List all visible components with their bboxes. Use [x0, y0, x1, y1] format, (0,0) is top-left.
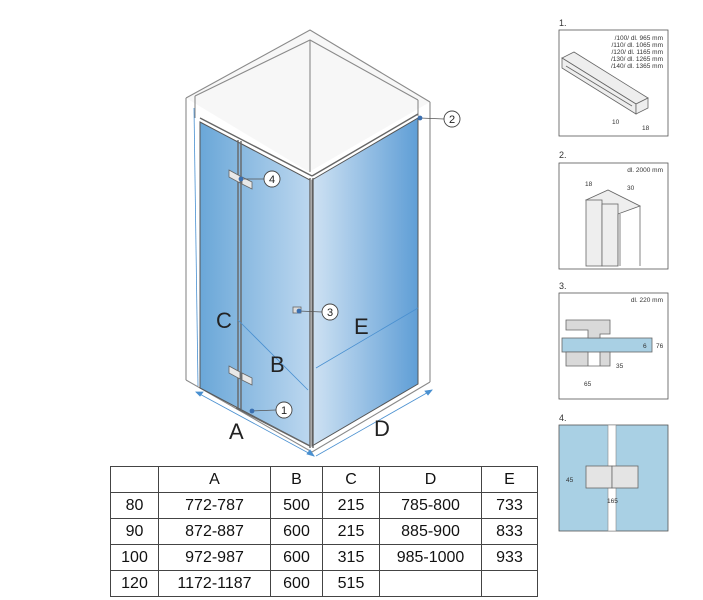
- detail-1-profile: [561, 51, 649, 115]
- detail-3-dim-76: 76: [656, 343, 664, 350]
- fixed-wall-glass: [311, 117, 419, 447]
- detail-1-length-1: /100/ dl. 965 mm: [615, 35, 663, 42]
- table-cell: 315: [322, 544, 380, 571]
- detail-2-dim-30: 30: [627, 185, 635, 192]
- dim-letter-a: A: [229, 419, 244, 444]
- detail-2-dim-18: 18: [585, 181, 593, 188]
- detail-4-dim-165: 165: [607, 498, 618, 505]
- detail-3-number: 3.: [559, 281, 567, 291]
- callout-3: 3: [296, 303, 339, 321]
- callout-1-label: 1: [281, 405, 287, 417]
- table-cell: [379, 570, 482, 597]
- table-row: 100 972-987 600 315 985-1000 933: [110, 544, 538, 571]
- detail-3-clamp: [561, 319, 653, 367]
- table-cell: 972-987: [158, 544, 271, 571]
- table-cell: 772-787: [158, 492, 271, 519]
- callout-3-label: 3: [327, 307, 333, 319]
- table-cell: 600: [270, 544, 323, 571]
- dim-letter-e: E: [354, 314, 369, 339]
- table-header-cell: D: [379, 466, 482, 493]
- table-header-row: A B C D E: [110, 466, 538, 493]
- detail-1-length-4: /130/ dl. 1265 mm: [611, 56, 663, 63]
- detail-3-dim-6: 6: [643, 343, 647, 350]
- detail-2-length: dl. 2000 mm: [627, 167, 663, 174]
- dimension-arrows: [193, 107, 433, 457]
- table-cell: 515: [322, 570, 380, 597]
- table-header-cell: C: [322, 466, 380, 493]
- callout-4: 4: [238, 170, 281, 188]
- callout-4-label: 4: [269, 174, 275, 186]
- table-cell: 600: [270, 570, 323, 597]
- frame-profiles: [199, 113, 419, 448]
- table-row: 80 772-787 500 215 785-800 733: [110, 492, 538, 519]
- detail-3-dim-35: 35: [616, 363, 624, 370]
- detail-4-number: 4.: [559, 413, 567, 423]
- table-cell: 80: [110, 492, 159, 519]
- detail-1-length-3: /120/ dl. 1165 mm: [611, 49, 663, 56]
- table-cell: 500: [270, 492, 323, 519]
- table-cell: 120: [110, 570, 159, 597]
- dim-letter-d: D: [374, 416, 390, 441]
- table-cell: 933: [481, 544, 538, 571]
- dimension-table: A B C D E 80 772-787 500 215 785-800 733…: [110, 466, 538, 597]
- table-cell: 885-900: [379, 518, 482, 545]
- detail-3-length: dl. 220 mm: [631, 297, 663, 304]
- detail-2-number: 2.: [559, 150, 567, 160]
- table-cell: 90: [110, 518, 159, 545]
- table-header-cell: E: [481, 466, 538, 493]
- table-cell: 215: [322, 492, 380, 519]
- detail-2-profile: [585, 189, 642, 267]
- detail-1-dim-18: 18: [642, 125, 650, 132]
- detail-1-length-2: /110/ dl. 1065 mm: [611, 42, 663, 49]
- callout-2: 2: [417, 110, 461, 128]
- dim-letter-c: C: [216, 308, 232, 333]
- dim-letter-b: B: [270, 352, 285, 377]
- table-cell: 1172-1187: [158, 570, 271, 597]
- table-cell: 733: [481, 492, 538, 519]
- room-outline: [185, 29, 431, 453]
- table-row: 120 1172-1187 600 515: [110, 570, 538, 597]
- table-cell: 215: [322, 518, 380, 545]
- table-header-cell: B: [270, 466, 323, 493]
- callout-2-label: 2: [449, 114, 455, 126]
- detail-4-hinge: [585, 465, 639, 489]
- detail-1-length-5: /140/ dl. 1365 mm: [611, 63, 663, 70]
- table-header-cell: [110, 466, 159, 493]
- detail-1-number: 1.: [559, 18, 567, 28]
- table-cell: [481, 570, 538, 597]
- table-cell: 600: [270, 518, 323, 545]
- table-cell: 985-1000: [379, 544, 482, 571]
- detail-3-dim-65: 65: [584, 381, 592, 388]
- table-cell: 872-887: [158, 518, 271, 545]
- table-header-cell: A: [158, 466, 271, 493]
- detail-4-dim-45: 45: [566, 477, 574, 484]
- table-cell: 785-800: [379, 492, 482, 519]
- table-cell: 100: [110, 544, 159, 571]
- hinges: [228, 169, 253, 386]
- detail-1-dim-10: 10: [612, 119, 620, 126]
- table-row: 90 872-887 600 215 885-900 833: [110, 518, 538, 545]
- callout-1: 1: [249, 401, 293, 419]
- table-cell: 833: [481, 518, 538, 545]
